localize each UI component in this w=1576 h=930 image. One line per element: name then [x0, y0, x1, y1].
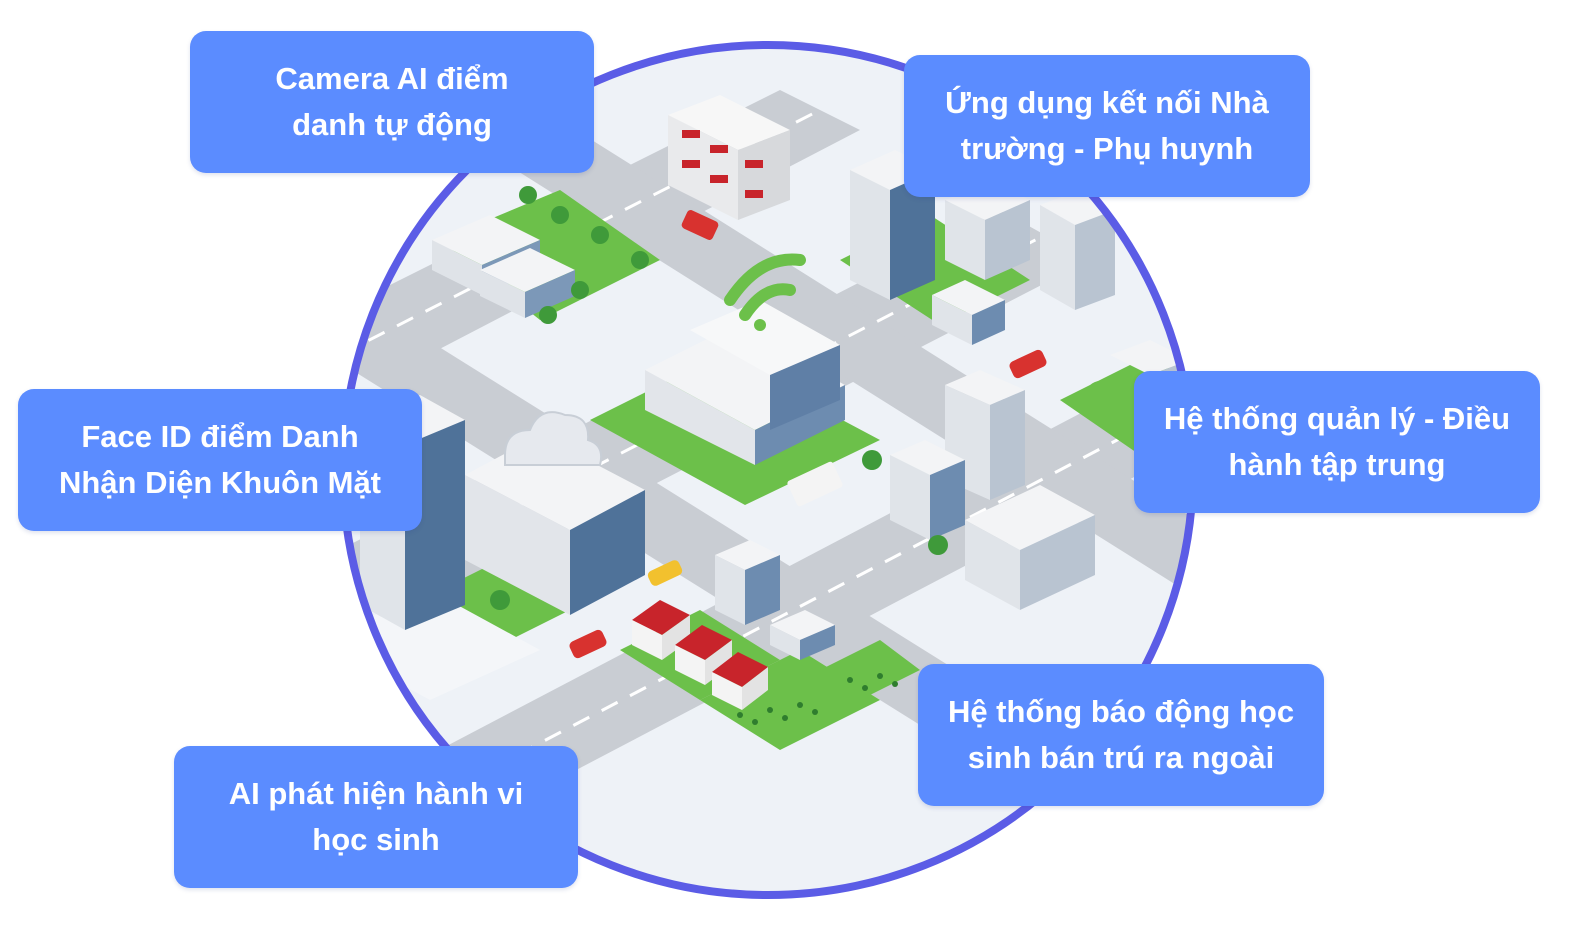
wifi-icon: [724, 253, 806, 331]
plaza: [343, 590, 540, 700]
feature-school-parent-app: Ứng dụng kết nối Nhà trường - Phụ huynh: [904, 55, 1310, 197]
city-scene: [343, 90, 1193, 810]
feature-camera-ai-attendance: Camera AI điểm danh tự động: [190, 31, 594, 173]
feature-ai-behavior-detection: AI phát hiện hành vi học sinh: [174, 746, 578, 888]
feature-central-management-system: Hệ thống quản lý - Điều hành tập trung: [1134, 371, 1540, 513]
feature-boarding-student-alarm: Hệ thống báo động học sinh bán trú ra ng…: [918, 664, 1324, 806]
vehicles: [569, 210, 1047, 659]
crop-fields: [737, 673, 898, 725]
trees: [490, 186, 1114, 610]
buildings: [360, 95, 1190, 710]
cloud-icon: [504, 411, 603, 466]
feature-face-id-attendance: Face ID điểm Danh Nhận Diện Khuôn Mặt: [18, 389, 422, 531]
